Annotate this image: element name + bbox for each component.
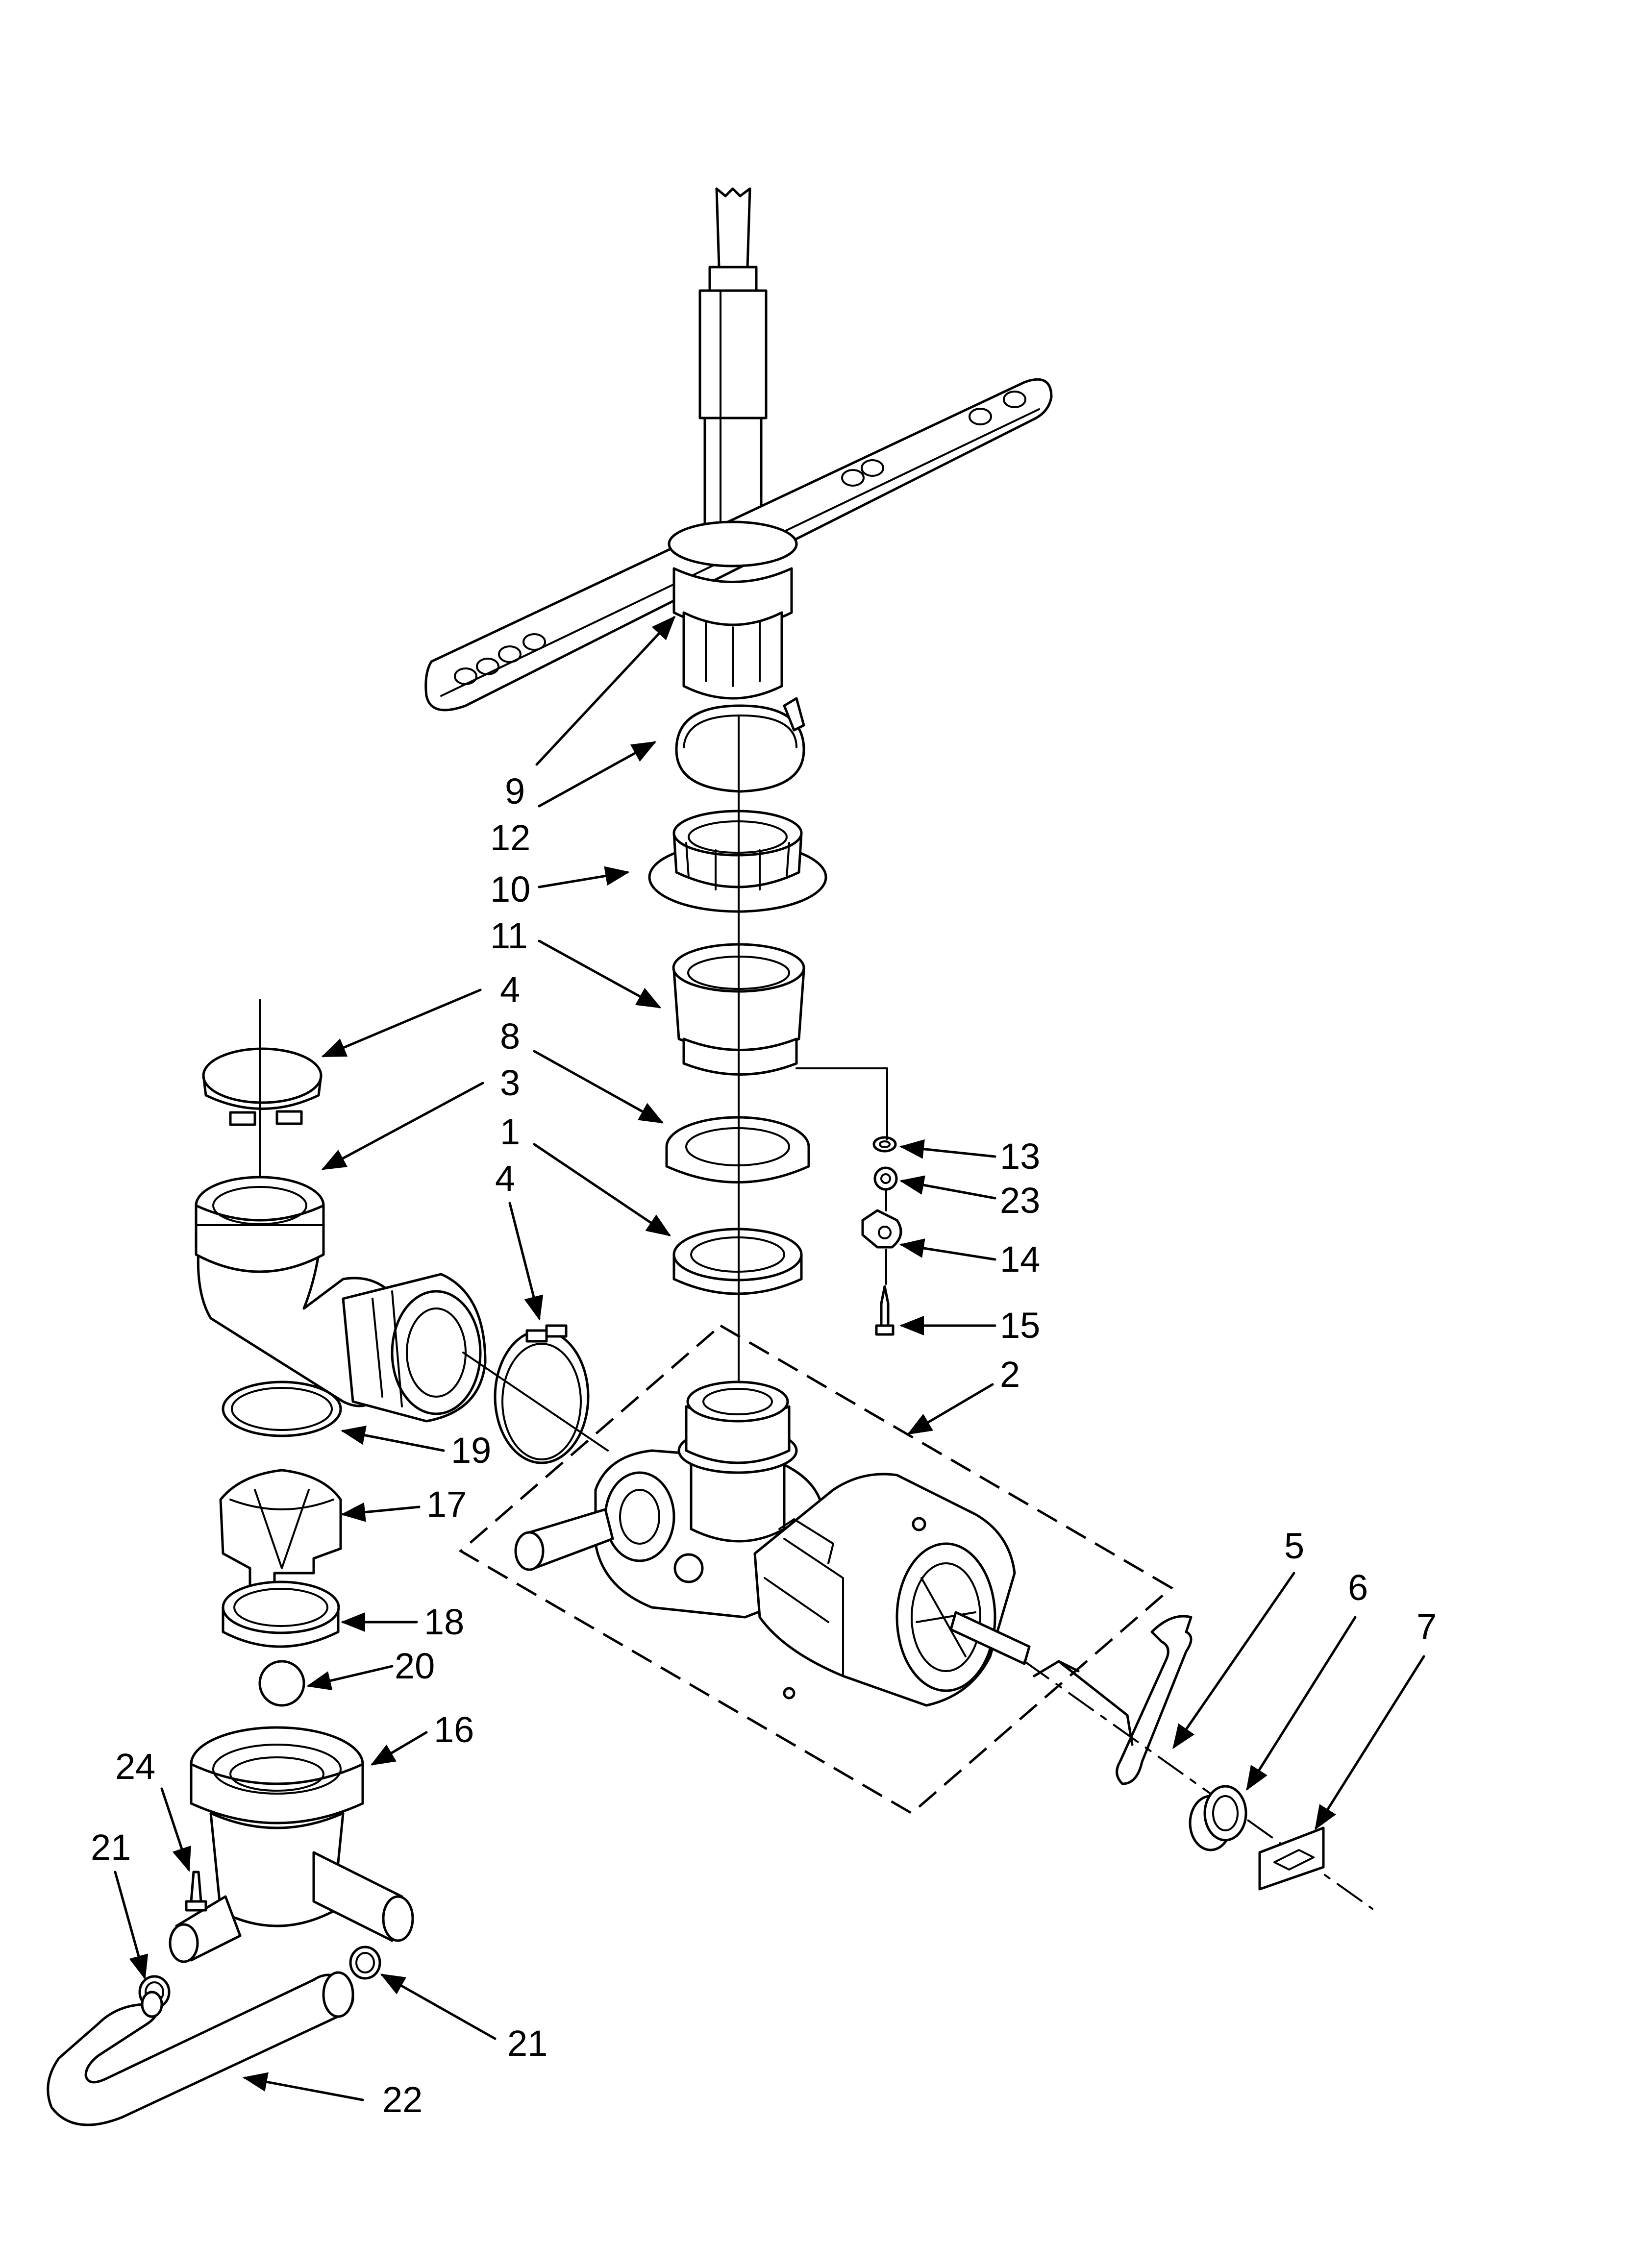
callout-8: 8 [500, 1016, 520, 1057]
spray-arm-part-9 [424, 187, 1053, 712]
leader-21a [114, 1871, 149, 1980]
leader-14 [899, 1238, 996, 1261]
leader-12 [538, 741, 657, 808]
callout-6: 6 [1348, 1567, 1368, 1608]
leader-3 [321, 1082, 484, 1170]
plate-part-7 [1258, 1826, 1325, 1891]
callout-10: 10 [490, 869, 530, 910]
leader-16 [370, 1731, 428, 1766]
ball-part-20 [258, 1660, 305, 1707]
leader-11 [538, 939, 662, 1009]
callout-2: 2 [1000, 1354, 1020, 1395]
callout-20: 20 [395, 1646, 435, 1686]
leader-23 [899, 1175, 996, 1200]
callout-7: 7 [1417, 1606, 1437, 1647]
leader-1 [533, 1143, 671, 1236]
leader-4a [321, 988, 482, 1058]
callout-18: 18 [424, 1602, 464, 1642]
clamp-part-21-right [349, 1946, 381, 1980]
leader-22 [243, 2072, 364, 2101]
callout-19: 19 [451, 1430, 491, 1471]
leader-2 [907, 1383, 994, 1435]
pump-motor-assembly-part-2 [458, 1324, 1174, 1815]
screw-part-24 [185, 1871, 207, 1912]
callout-1: 1 [500, 1111, 520, 1152]
leader-24 [160, 1787, 191, 1872]
callout-3: 3 [500, 1062, 520, 1103]
hardware-connector-line [796, 1067, 888, 1140]
ring-part-18 [222, 1580, 340, 1648]
washer-part-13 [872, 1136, 897, 1153]
leader-21b [380, 1973, 497, 2040]
screw-part-15 [875, 1285, 895, 1336]
leader-4b [508, 1202, 544, 1321]
callout-4-middle: 4 [495, 1158, 515, 1199]
ring-part-19 [222, 1381, 342, 1437]
callout-21-right: 21 [507, 2023, 547, 2064]
callout-21-left: 21 [91, 1827, 131, 1868]
callout-11: 11 [490, 915, 528, 956]
callout-12: 12 [490, 817, 530, 858]
wire-clip-part-5 [1033, 1615, 1193, 1785]
elbow-hose-part-3 [195, 1176, 487, 1423]
leader-10 [538, 866, 630, 888]
leader-7 [1315, 1655, 1425, 1830]
bushing-part-6 [1189, 1785, 1247, 1851]
hose-clamp-part-4-middle [462, 1324, 609, 1464]
leader-20 [306, 1665, 394, 1691]
callout-9: 9 [505, 771, 525, 812]
callout-15: 15 [1000, 1305, 1040, 1346]
filter-part-17 [219, 1469, 342, 1594]
leader-8 [533, 1050, 664, 1124]
callout-16: 16 [434, 1709, 474, 1750]
leader-lines [114, 616, 1425, 2101]
callout-14: 14 [1000, 1239, 1040, 1280]
callout-4-upper: 4 [500, 969, 520, 1010]
split-ring-part-12 [675, 697, 805, 793]
leader-5 [1172, 1572, 1295, 1750]
leader-13 [899, 1139, 996, 1159]
callout-17: 17 [426, 1484, 467, 1525]
callout-13: 13 [1000, 1136, 1040, 1177]
star-washer-part-23 [873, 1166, 898, 1191]
drain-hose-part-22 [47, 1971, 354, 2126]
leader-17 [341, 1502, 421, 1522]
callout-22: 22 [382, 2079, 423, 2120]
callout-labels: 9 12 10 11 4 8 3 1 4 13 23 14 15 2 19 17… [91, 771, 1437, 2120]
leader-6 [1246, 1616, 1357, 1791]
hose-clamp-part-4-upper [202, 999, 323, 1211]
callout-5: 5 [1284, 1526, 1304, 1566]
leader-9 [535, 616, 676, 766]
leader-19 [341, 1425, 445, 1452]
callout-24: 24 [115, 1746, 155, 1787]
bracket-part-14 [861, 1209, 902, 1249]
motor-axis [1023, 1660, 1373, 1910]
sump-housing-part-16 [169, 1726, 414, 1963]
callout-23: 23 [1000, 1180, 1040, 1221]
